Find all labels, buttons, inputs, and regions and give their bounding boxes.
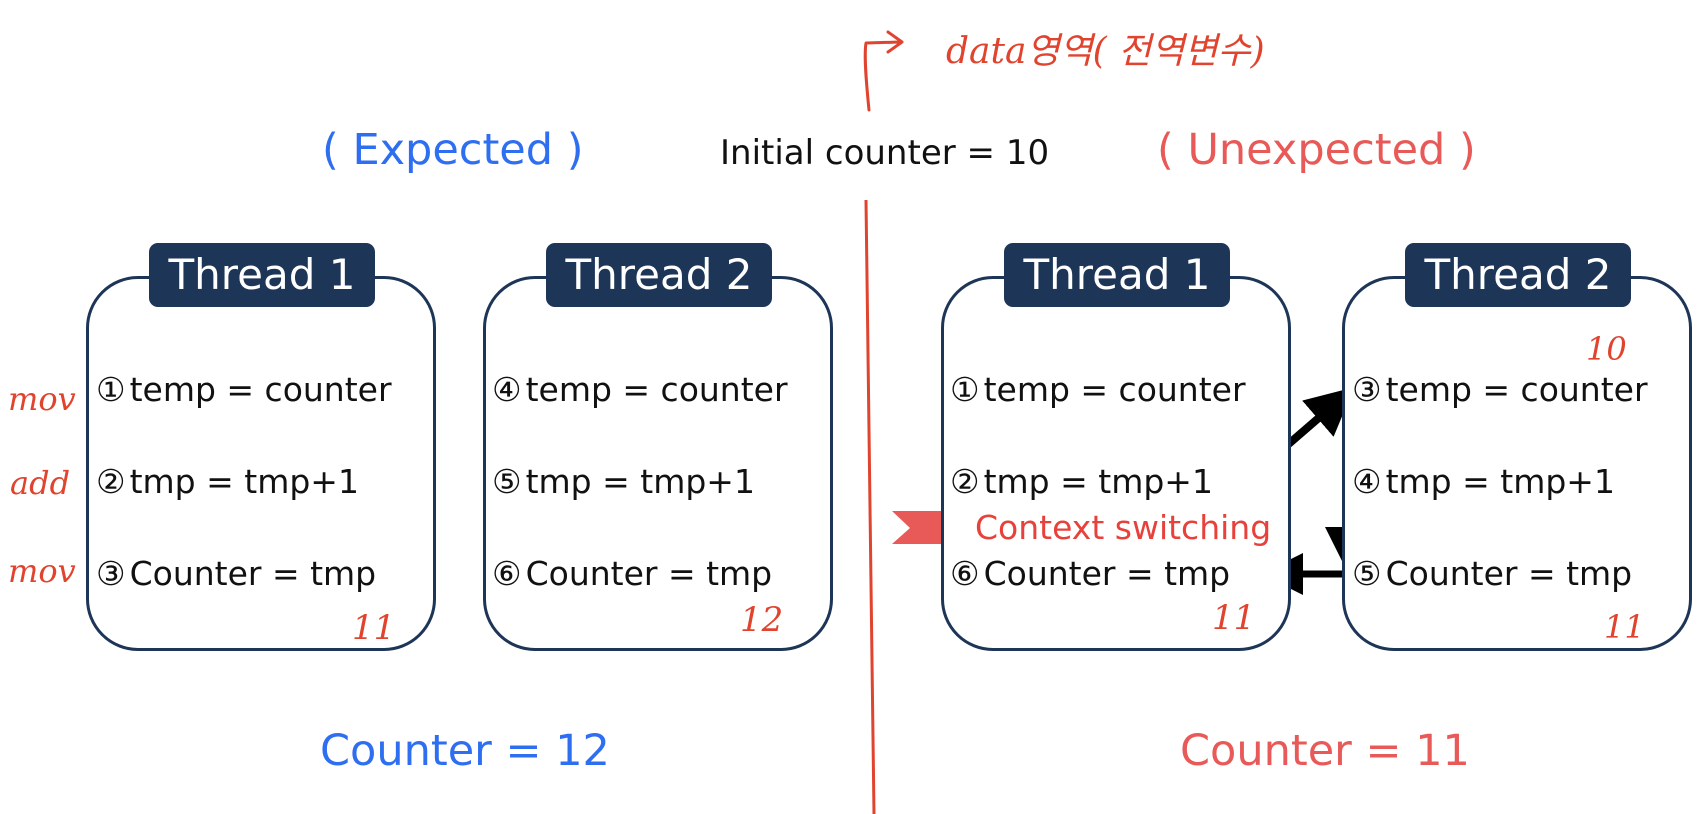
step-number: ③ bbox=[1352, 370, 1382, 409]
step-text: Counter = tmp bbox=[983, 554, 1231, 593]
step-text: tmp = tmp+1 bbox=[983, 462, 1213, 501]
step-text: Counter = tmp bbox=[129, 554, 377, 593]
unexpected-thread2-title: Thread 2 bbox=[1405, 243, 1631, 307]
step-text: Counter = tmp bbox=[525, 554, 773, 593]
initial-counter: Initial counter = 10 bbox=[720, 133, 1050, 173]
expected-t1-note: 11 bbox=[352, 608, 396, 648]
step-number: ⑥ bbox=[492, 554, 522, 593]
unexpected-thread2-box bbox=[1342, 276, 1692, 651]
step-text: tmp = tmp+1 bbox=[129, 462, 359, 501]
step-number: ① bbox=[96, 370, 126, 409]
expected-thread2-box bbox=[483, 276, 833, 651]
step-text: Counter = tmp bbox=[1385, 554, 1633, 593]
unexpected-result: Counter = 11 bbox=[1180, 726, 1470, 776]
step-number: ① bbox=[950, 370, 980, 409]
unexpected-thread1-box bbox=[941, 276, 1291, 651]
step-number: ⑥ bbox=[950, 554, 980, 593]
step-text: tmp = tmp+1 bbox=[1385, 462, 1615, 501]
step-text: tmp = tmp+1 bbox=[525, 462, 755, 501]
step-number: ④ bbox=[1352, 462, 1382, 501]
context-switching-label: Context switching bbox=[975, 508, 1272, 547]
unexpected-t2-note: 11 bbox=[1604, 608, 1645, 646]
step-number: ③ bbox=[96, 554, 126, 593]
unexpected-heading: ( Unexpected ) bbox=[1157, 125, 1476, 175]
step-number: ② bbox=[950, 462, 980, 501]
step-number: ② bbox=[96, 462, 126, 501]
step-number: ④ bbox=[492, 370, 522, 409]
margin-note-mov-1: mov bbox=[8, 380, 76, 418]
step-number: ⑤ bbox=[1352, 554, 1382, 593]
step-text: temp = counter bbox=[1385, 370, 1648, 409]
data-region-annotation: data영역( 전역변수) bbox=[946, 31, 1265, 72]
margin-note-add: add bbox=[10, 464, 71, 502]
divider-line bbox=[864, 199, 876, 814]
expected-thread1-title: Thread 1 bbox=[149, 243, 375, 307]
expected-t2-note: 12 bbox=[740, 600, 784, 640]
expected-result: Counter = 12 bbox=[320, 726, 610, 776]
step-text: temp = counter bbox=[983, 370, 1246, 409]
annotation-arrow bbox=[863, 30, 904, 112]
margin-note-mov-2: mov bbox=[8, 552, 76, 590]
expected-thread2-title: Thread 2 bbox=[546, 243, 772, 307]
step-text: temp = counter bbox=[525, 370, 788, 409]
unexpected-t2-note-top: 10 bbox=[1586, 330, 1627, 368]
step-number: ⑤ bbox=[492, 462, 522, 501]
expected-thread1-box bbox=[86, 276, 436, 651]
unexpected-t1-note: 11 bbox=[1212, 598, 1256, 638]
step-text: temp = counter bbox=[129, 370, 392, 409]
expected-heading: ( Expected ) bbox=[322, 125, 584, 175]
unexpected-thread1-title: Thread 1 bbox=[1004, 243, 1230, 307]
